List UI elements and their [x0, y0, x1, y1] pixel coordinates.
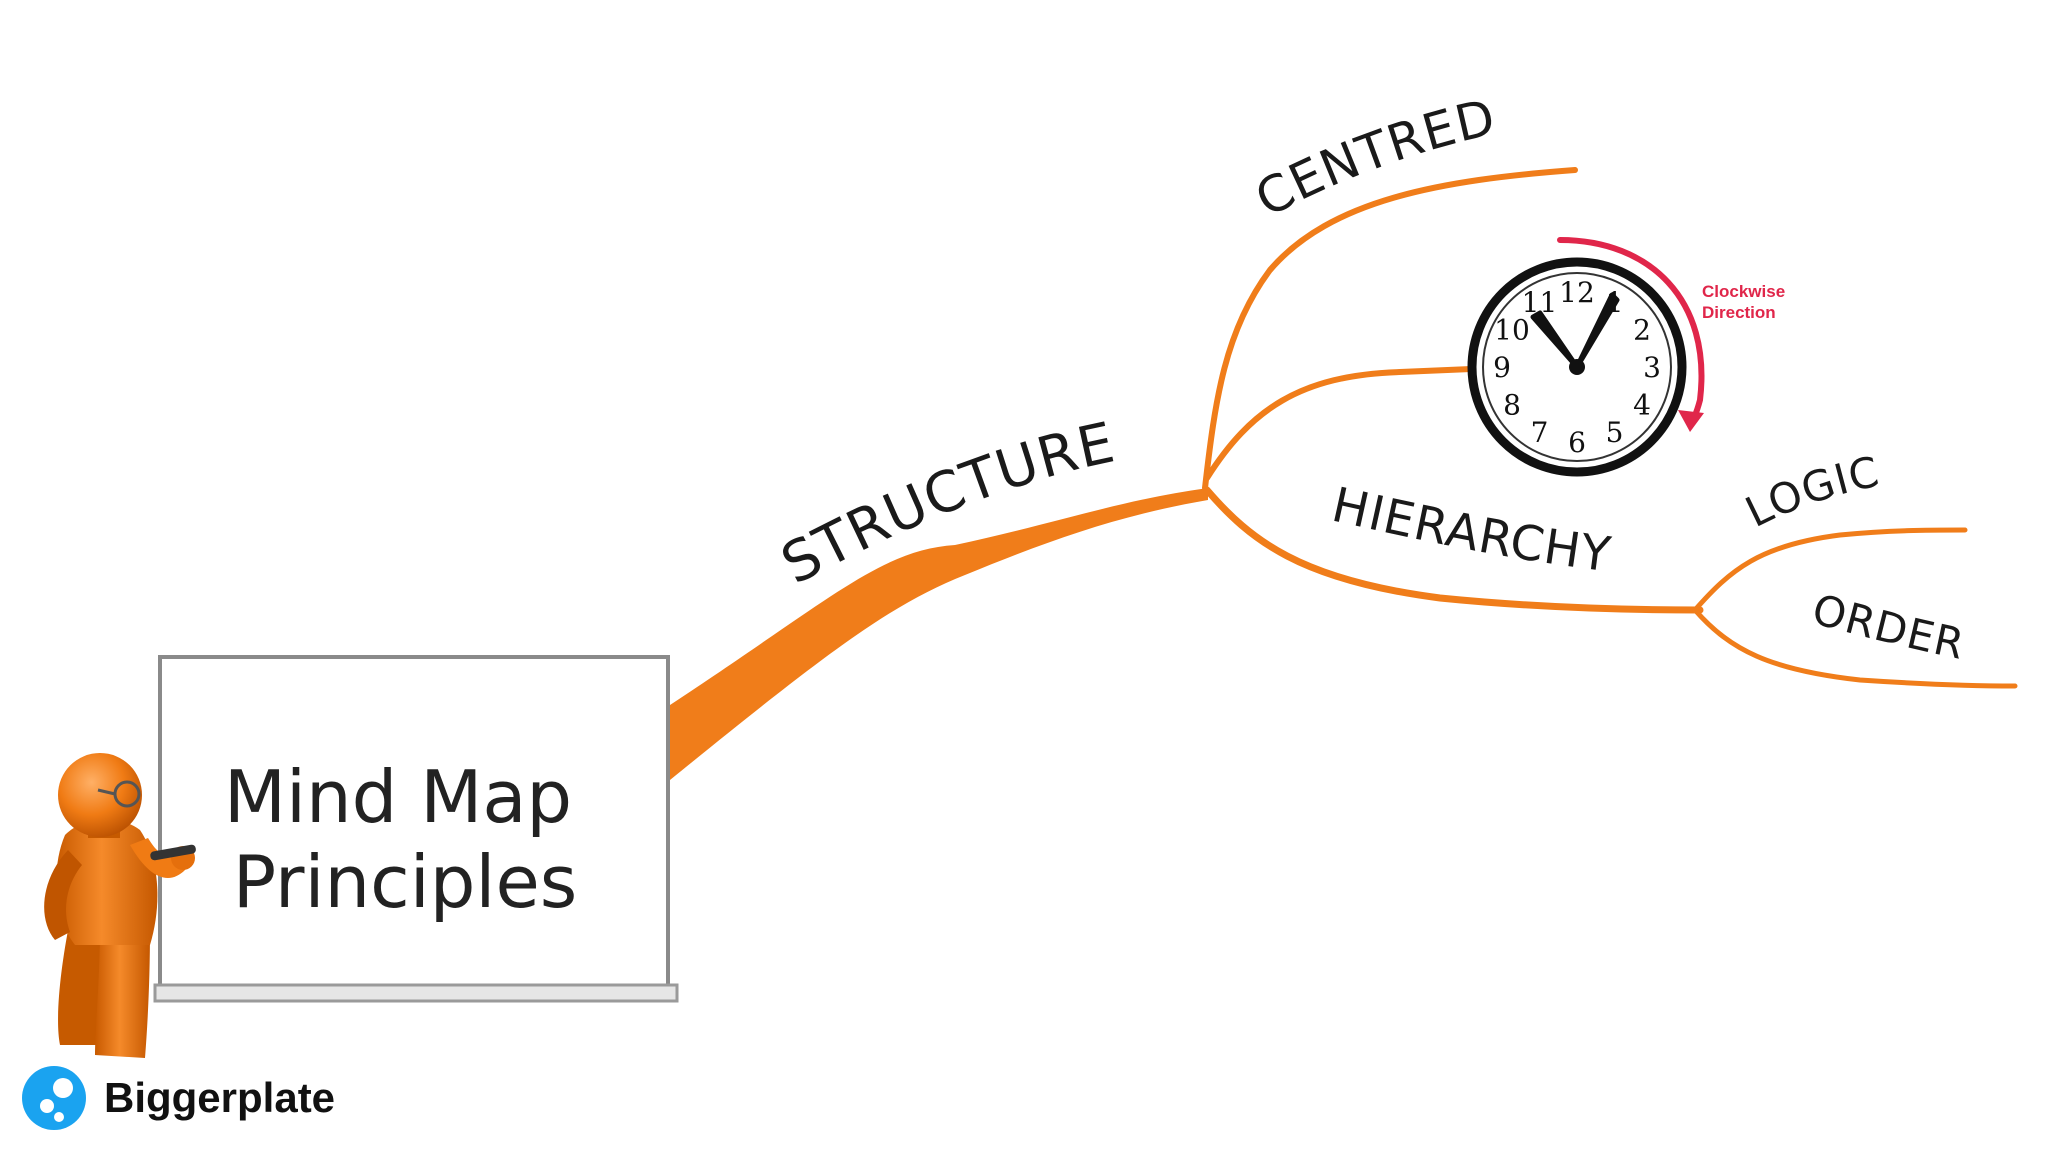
brand-name: Biggerplate: [104, 1074, 335, 1121]
centred-label: CENTRED: [1246, 88, 1501, 228]
clock-numbers: 121234567891011: [1493, 276, 1661, 459]
logic-branch: [1692, 527, 1968, 613]
clock-minute-hand: [1574, 292, 1620, 370]
logic-label: LOGIC: [1738, 447, 1884, 537]
clock-numeral-8: 8: [1503, 389, 1521, 422]
clock-numeral-10: 10: [1494, 314, 1530, 347]
clock-note-line2: Direction: [1702, 303, 1776, 322]
board-title-line2: Principles: [233, 840, 578, 924]
hierarchy-branch: [1203, 486, 1704, 614]
clock-numeral-9: 9: [1493, 351, 1511, 384]
clock-branch: [1204, 365, 1498, 481]
structure-branch: [670, 488, 1208, 780]
clock-numeral-6: 6: [1568, 426, 1586, 459]
orange-3d-person-icon: [44, 753, 196, 1058]
order-label: ORDER: [1807, 584, 1969, 669]
biggerplate-logo-icon: [22, 1066, 86, 1130]
clock-numeral-7: 7: [1531, 416, 1549, 449]
clock-numeral-5: 5: [1606, 416, 1624, 449]
clock-numeral-12: 12: [1559, 276, 1595, 309]
hierarchy-label: HIERARCHY: [1327, 477, 1614, 583]
board-title-line1: Mind Map: [224, 755, 572, 839]
clock-numeral-4: 4: [1633, 389, 1651, 422]
whiteboard: Mind Map Principles: [153, 655, 679, 1003]
centred-branch: [1202, 167, 1578, 491]
clock-numeral-2: 2: [1633, 314, 1651, 347]
clock-note-line1: Clockwise: [1702, 282, 1785, 301]
clock-icon: 121234567891011 Clockwise Direction: [1467, 237, 1785, 477]
clock-hour-hand: [1530, 310, 1580, 370]
clockwise-arrowhead: [1678, 410, 1704, 432]
order-branch: [1692, 607, 2018, 689]
clock-numeral-3: 3: [1643, 351, 1661, 384]
